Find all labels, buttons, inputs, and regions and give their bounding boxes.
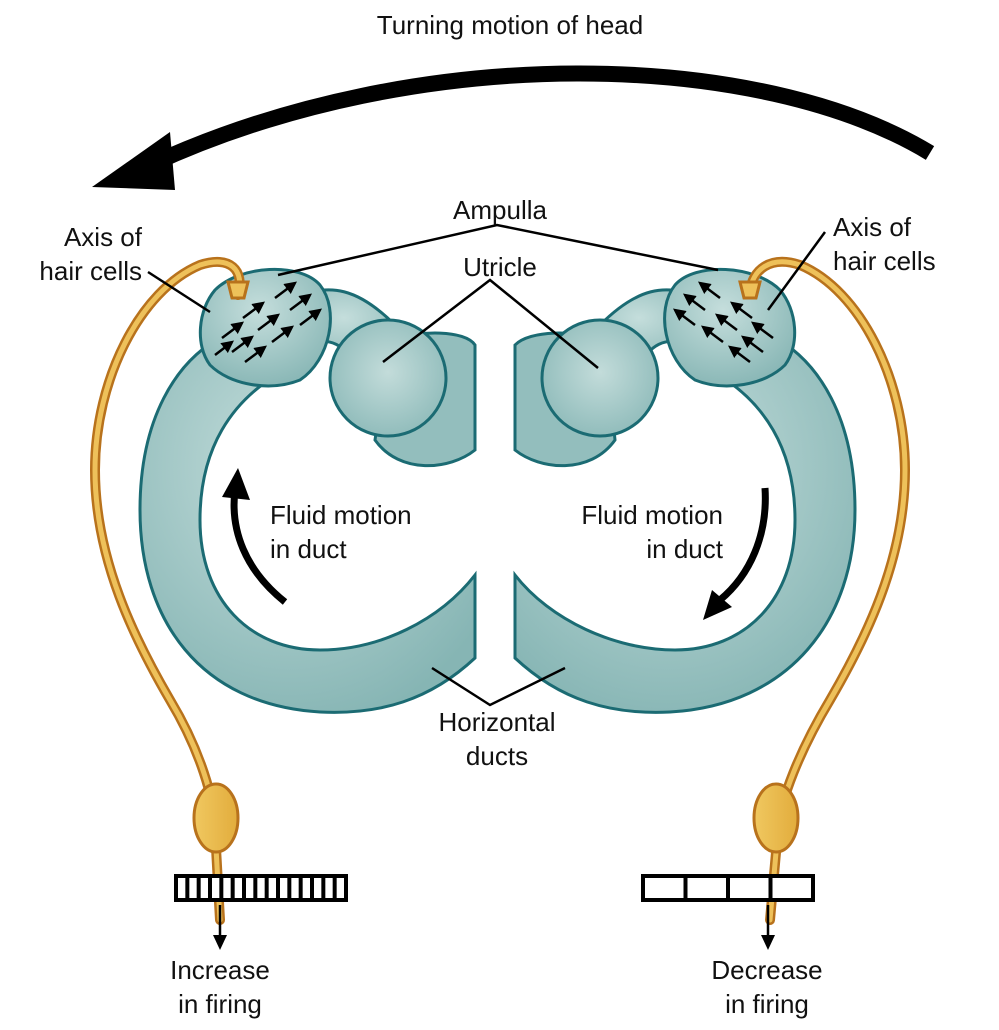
horizontal-ducts-label-1: Horizontal bbox=[438, 707, 556, 737]
right-firing-train bbox=[641, 874, 815, 902]
fluid-right-label-2: in duct bbox=[646, 534, 723, 564]
left-fluid-arrow bbox=[222, 468, 288, 605]
left-nerve bbox=[89, 256, 250, 925]
head-turn-arrow bbox=[92, 65, 935, 190]
axis-right-label-1: Axis of bbox=[833, 212, 912, 242]
left-output-arrow bbox=[213, 905, 227, 950]
axis-right-leader bbox=[766, 231, 827, 311]
ampulla-label: Ampulla bbox=[453, 195, 547, 225]
horizontal-ducts-leader bbox=[431, 666, 566, 707]
left-utricle bbox=[328, 318, 448, 438]
horizontal-ducts-label-2: ducts bbox=[465, 741, 529, 771]
left-semicircular-canal bbox=[138, 268, 477, 714]
left-ampulla bbox=[198, 268, 332, 388]
right-utricle bbox=[540, 318, 660, 438]
fluid-left-label-2: in duct bbox=[270, 534, 347, 564]
fluid-right-label-1: Fluid motion bbox=[581, 500, 723, 530]
title: Turning motion of head bbox=[376, 10, 644, 40]
axis-left-label-1: Axis of bbox=[63, 222, 142, 252]
decrease-label-2: in firing bbox=[725, 989, 809, 1019]
increase-label-2: in firing bbox=[178, 989, 262, 1019]
firing-train-box bbox=[174, 874, 348, 902]
axis-right-label-2: hair cells bbox=[833, 246, 936, 276]
axis-left-leader bbox=[147, 270, 211, 314]
right-ganglion-cell bbox=[752, 782, 800, 854]
leader-lines bbox=[147, 223, 827, 707]
right-semicircular-canal bbox=[513, 268, 857, 714]
right-ampulla bbox=[663, 268, 797, 388]
increase-label-1: Increase bbox=[170, 955, 270, 985]
left-ganglion-cell bbox=[192, 782, 240, 854]
utricle-leader bbox=[382, 278, 599, 369]
right-output-arrow bbox=[761, 905, 775, 950]
right-hair-cell-arrows bbox=[673, 281, 774, 363]
left-firing-train bbox=[174, 874, 348, 902]
ampulla-leader bbox=[277, 223, 719, 277]
fluid-left-label-1: Fluid motion bbox=[270, 500, 412, 530]
utricle-label: Utricle bbox=[463, 252, 537, 282]
right-fluid-arrow bbox=[703, 487, 769, 620]
decrease-label-1: Decrease bbox=[711, 955, 823, 985]
left-hair-cell-arrows bbox=[214, 281, 322, 363]
axis-left-label-2: hair cells bbox=[39, 256, 142, 286]
